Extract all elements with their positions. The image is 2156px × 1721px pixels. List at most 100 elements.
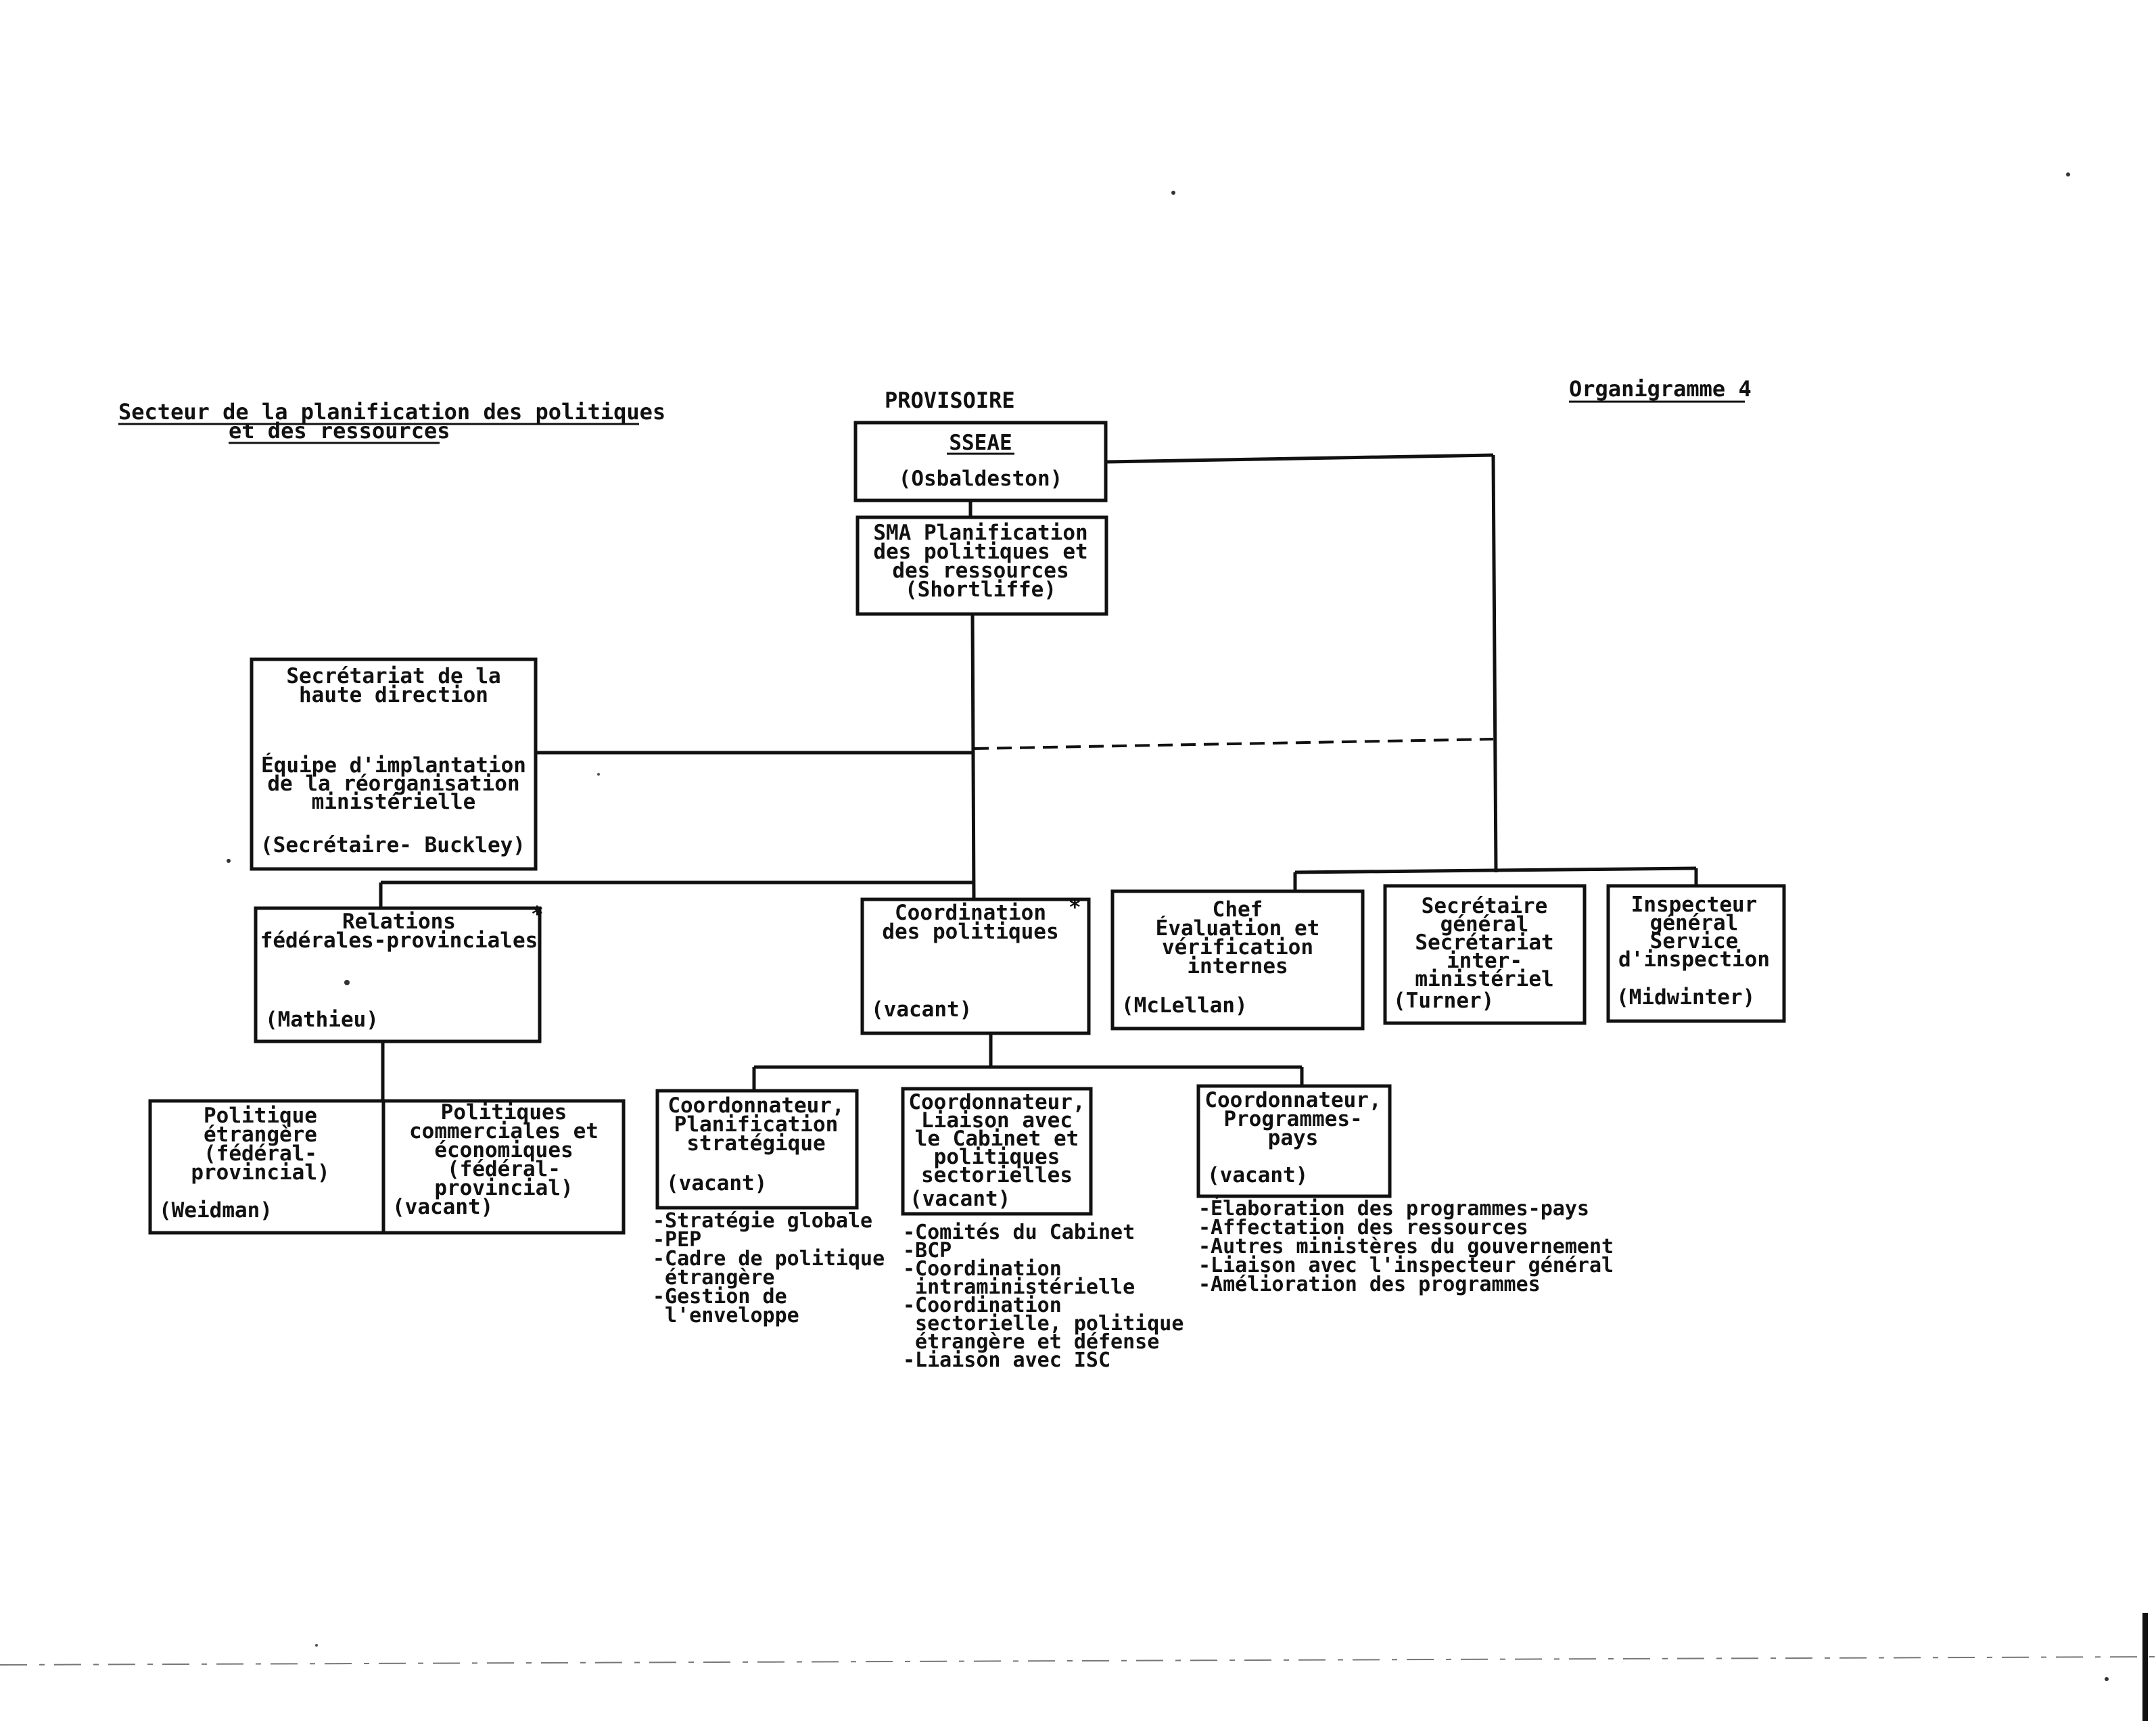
coord-liaison-line: Liaison avec (921, 1108, 1073, 1133)
secretaire-general-line: général (1440, 912, 1529, 937)
list-item: -Liaison avec l'inspecteur général (1198, 1254, 1614, 1277)
team-line: ministérielle (312, 790, 476, 814)
list-item: intraministérielle (903, 1275, 1135, 1299)
relations-person: (Mathieu) (265, 1008, 379, 1032)
list-item: -Autres ministères du gouvernement (1198, 1235, 1614, 1258)
coord-planification-line: Coordonnateur, (667, 1093, 844, 1118)
scan-artifacts (0, 172, 2156, 1721)
secretaire-general-lines: SecrétairegénéralSecrétariatinter-minist… (1415, 894, 1553, 991)
coord-programmes-line: Coordonnateur, (1204, 1088, 1381, 1112)
list-item: -Liaison avec ISC (903, 1348, 1110, 1372)
list-item: sectorielle, politique (903, 1312, 1184, 1336)
coord-liaison-line: le Cabinet et (915, 1127, 1079, 1151)
secretaire-general-line: Secrétaire (1422, 894, 1548, 918)
sseae-person: (Osbaldeston) (899, 467, 1063, 491)
inspecteur-person: (Midwinter) (1616, 985, 1755, 1010)
coord-programmes-lines: Coordonnateur,Programmes-pays (1204, 1088, 1381, 1150)
coordination-person: (vacant) (871, 997, 972, 1022)
inspecteur-line: Inspecteur (1631, 893, 1758, 917)
politique-etrangere-line: (fédéral- (204, 1141, 317, 1166)
box-sseae: SSEAE (Osbaldeston) (853, 421, 1108, 502)
list-item: -Coordination (903, 1294, 1062, 1317)
politique-etrangere-line: provincial) (191, 1160, 329, 1185)
team-line: Équipe d'implantation (261, 753, 526, 778)
team-line: de la réorganisation (267, 772, 519, 796)
secretariat-line: Secrétariat de la (286, 664, 500, 688)
box-secretaire-general: SecrétairegénéralSecrétariatinter-minist… (1383, 884, 1587, 1025)
status-provisoire: PROVISOIRE (885, 387, 1015, 413)
coord-programmes-line: Programmes- (1223, 1107, 1362, 1131)
politiques-commerciales-line: (fédéral- (447, 1157, 561, 1181)
inspecteur-line: Service (1650, 929, 1739, 953)
secretariat-line: haute direction (299, 683, 488, 707)
list-liaison: -Comités du Cabinet-BCP-Coordination int… (903, 1221, 1184, 1372)
coord-planification-line: Planification (674, 1112, 839, 1137)
list-item: -Amélioration des programmes (1198, 1273, 1541, 1296)
politiques-commerciales-line: commerciales et (409, 1119, 599, 1144)
sma-line: des politiques et (873, 540, 1087, 564)
list-item: -Comités du Cabinet (903, 1221, 1135, 1244)
list-item: étrangère et défense (903, 1330, 1159, 1354)
list-item: -PEP (653, 1228, 701, 1252)
politiques-commerciales-line: Politiques (441, 1100, 567, 1125)
relations-line: fédérales-provinciales (260, 928, 538, 953)
politiques-commerciales-line: provincial) (434, 1176, 573, 1200)
coordination-line: Coordination (895, 901, 1046, 925)
list-programmes: -Élaboration des programmes-pays-Affecta… (1198, 1196, 1614, 1296)
politiques-commerciales-person: (vacant) (392, 1195, 493, 1219)
secretaire-general-person: (Turner) (1393, 989, 1494, 1013)
sma-line: des ressources (892, 559, 1069, 583)
connectors (379, 453, 1698, 1101)
list-item: l'enveloppe (653, 1304, 799, 1327)
chef-line: vérification (1162, 935, 1313, 960)
list-item: -BCP (903, 1239, 952, 1263)
inspecteur-line: général (1650, 911, 1739, 935)
chef-line: Évaluation et (1156, 916, 1320, 941)
secretaire-general-line: ministériel (1415, 967, 1553, 991)
sector-title-line2: et des ressources (229, 418, 450, 444)
politique-etrangere-person: (Weidman) (159, 1198, 273, 1223)
chart-reference: Organigramme 4 (1569, 376, 1752, 402)
coord-liaison-line: sectorielles (921, 1163, 1073, 1187)
chef-line: Chef (1213, 897, 1263, 922)
coord-planification-person: (vacant) (666, 1171, 767, 1196)
list-item: -Gestion de (653, 1285, 787, 1309)
sma-line: (Shortliffe) (905, 577, 1056, 602)
chef-person: (McLellan) (1121, 993, 1248, 1018)
sseae-title: SSEAE (949, 431, 1012, 455)
coord-liaison-person: (vacant) (910, 1187, 1010, 1211)
list-item: -Cadre de politique (653, 1247, 885, 1271)
coord-liaison-line: Coordonnateur, (908, 1090, 1085, 1114)
list-item: -Coordination (903, 1257, 1062, 1281)
coordination-line: des politiques (882, 920, 1058, 944)
secretaire-general-line: inter- (1447, 949, 1522, 973)
secretaire-general-line: Secrétariat (1415, 930, 1553, 955)
relations-line: Relations (342, 910, 456, 934)
politique-etrangere-line: étrangère (204, 1123, 317, 1147)
coord-planification-line: stratégique (686, 1131, 825, 1156)
box-coord-programmes: Coordonnateur,Programmes-pays (vacant) (1196, 1084, 1392, 1198)
chef-line: internes (1187, 954, 1288, 979)
coord-programmes-line: pays (1268, 1126, 1319, 1150)
list-item: -Affectation des ressources (1198, 1216, 1528, 1240)
